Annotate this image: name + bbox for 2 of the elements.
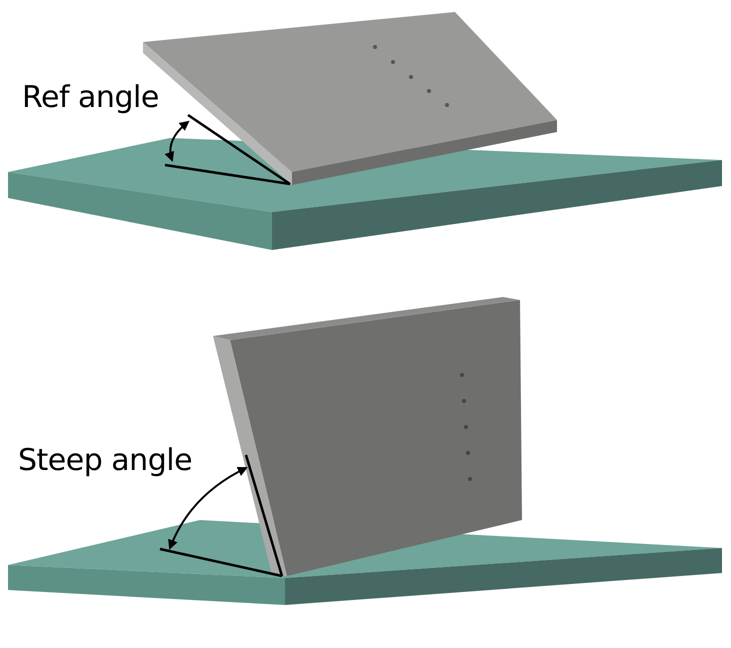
angle-label: Steep angle <box>18 443 192 478</box>
angle-label: Ref angle <box>22 80 159 115</box>
